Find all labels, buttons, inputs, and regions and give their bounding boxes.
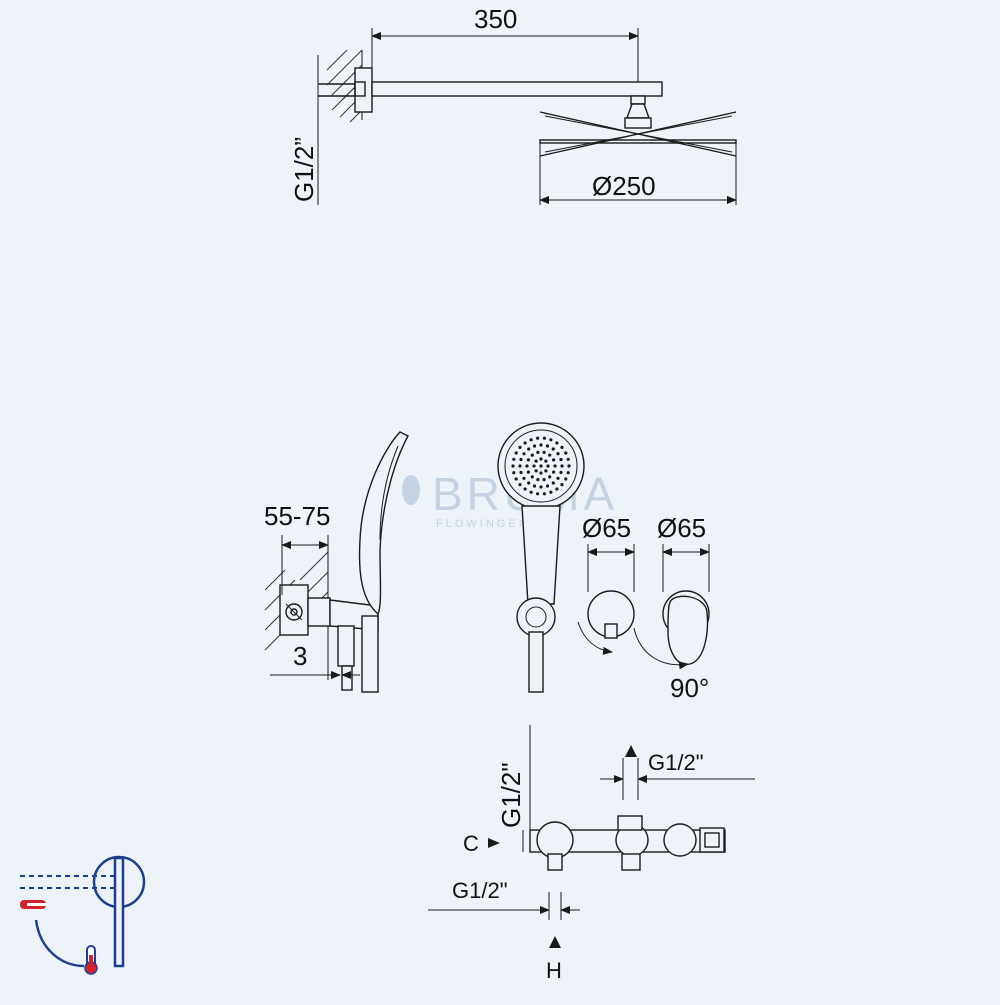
nozzle-dot [518, 445, 522, 449]
mixer-outlet-bottom: G1/2" [452, 878, 508, 903]
nozzle-dot [551, 481, 555, 485]
right-plate-diameter: Ø65 [657, 513, 706, 543]
nozzle-dot [559, 470, 563, 475]
nozzle-dot [539, 485, 543, 489]
nozzle-dot [523, 487, 527, 491]
mixer-drawing: G1/2" C G1/2" G1/2" H [428, 725, 755, 983]
mixer-outlet-right: G1/2" [648, 750, 704, 775]
nozzle-dot [530, 453, 534, 457]
nozzle-dot [530, 475, 534, 479]
nozzle-dot [549, 438, 553, 442]
nozzle-dot [512, 471, 516, 475]
nozzle-dot [542, 492, 547, 496]
spray-nozzles [511, 436, 571, 496]
nozzle-dot [519, 470, 523, 475]
nozzle-dot [566, 471, 570, 475]
nozzle-dot [548, 453, 552, 457]
nozzle-dot [560, 483, 564, 487]
nozzle-dot [534, 469, 538, 473]
nozzle-dot [564, 451, 568, 455]
nozzle-dot [532, 484, 537, 488]
nozzle-dot [555, 441, 559, 445]
nozzle-dot [539, 471, 543, 475]
nozzle-dot [556, 476, 560, 480]
nozzle-dot [525, 464, 529, 468]
nozzle-dot [564, 477, 568, 481]
nozzle-dot [512, 457, 516, 461]
nozzle-dot [542, 436, 547, 440]
cold-inlet-label: C [463, 831, 479, 856]
wall-plates: Ø65 Ø65 90° [577, 513, 710, 703]
nozzle-dot [536, 478, 540, 482]
nozzle-dot [559, 457, 563, 462]
rotation-angle: 90° [670, 673, 709, 703]
nozzle-dot [527, 447, 531, 451]
nozzle-dot [536, 436, 540, 440]
nozzle-dot [514, 451, 518, 455]
nozzle-dot [551, 447, 555, 451]
nozzle-dot [522, 476, 526, 480]
nozzle-dot [526, 470, 531, 474]
nozzle-dot [536, 450, 540, 454]
nozzle-dot [545, 484, 550, 488]
mixer-temperature-icon [20, 855, 146, 975]
nozzle-dot [542, 478, 546, 482]
nozzle-dot [553, 464, 557, 468]
nozzle-dot [518, 483, 522, 487]
nozzle-dot [566, 457, 570, 461]
left-plate-diameter: Ø65 [582, 513, 631, 543]
nozzle-dot [549, 490, 553, 494]
head-diameter-dimension: Ø250 [592, 171, 656, 201]
nozzle-dot [539, 443, 543, 447]
nozzle-dot [532, 464, 536, 468]
nozzle-dot [527, 481, 531, 485]
overhead-inlet-thread: G1/2” [289, 137, 319, 202]
nozzle-dot [560, 445, 564, 449]
nozzle-dot [523, 441, 527, 445]
nozzle-dot [545, 444, 550, 448]
nozzle-dot [519, 457, 523, 462]
nozzle-dot [542, 450, 546, 454]
nozzle-dot [522, 452, 526, 456]
shower-head-outline [539, 111, 737, 205]
nozzle-dot [556, 452, 560, 456]
nozzle-dot [552, 470, 556, 474]
nozzle-dot [539, 464, 543, 468]
nozzle-dot [552, 458, 556, 462]
hot-inlet-label: H [546, 958, 562, 983]
nozzle-dot [518, 464, 522, 468]
nozzle-dot [529, 490, 533, 494]
nozzle-dot [532, 444, 537, 448]
hand-shower-side-view: 55-75 3 [264, 431, 409, 693]
nozzle-dot [560, 464, 564, 468]
nozzle-dot [529, 438, 533, 442]
nozzle-dot [544, 469, 548, 473]
watermark-tagline: FLOWINGEXP [436, 518, 539, 530]
nozzle-dot [511, 464, 515, 468]
offset-dimension: 3 [293, 641, 307, 671]
nozzle-dot [514, 477, 518, 481]
hand-shower-front-view [497, 422, 585, 693]
watermark-drop-icon [402, 475, 420, 505]
nozzle-dot [555, 487, 559, 491]
nozzle-dot [567, 464, 571, 468]
overhead-shower-drawing: 350 Ø250 G1/2” [289, 4, 737, 205]
nozzle-dot [544, 459, 548, 463]
wall-depth-dimension: 55-75 [264, 501, 331, 531]
nozzle-dot [526, 458, 531, 462]
nozzle-dot [534, 459, 538, 463]
nozzle-dot [546, 464, 550, 468]
thermometer-icon [84, 945, 98, 975]
nozzle-dot [536, 492, 540, 496]
mixer-inlet-vertical: G1/2" [496, 762, 526, 828]
nozzle-dot [548, 475, 552, 479]
nozzle-dot [539, 457, 543, 461]
arm-length-dimension: 350 [474, 4, 517, 34]
